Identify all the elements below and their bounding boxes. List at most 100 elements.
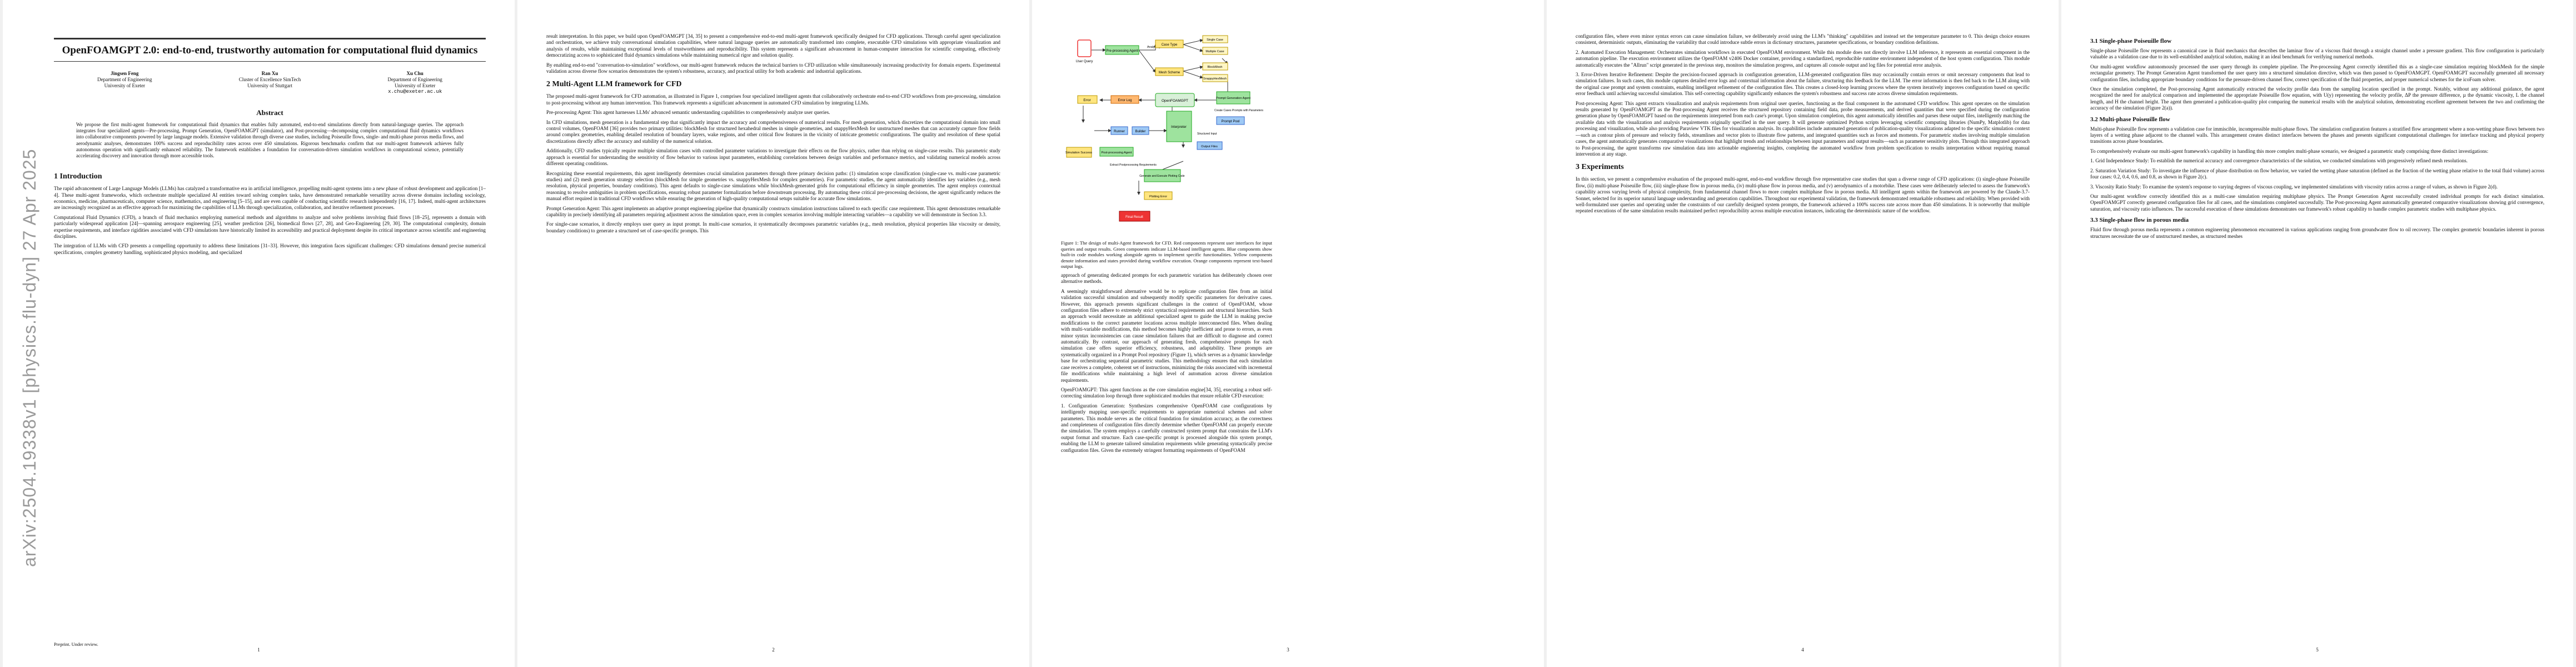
prompt-agent-label: Prompt Generation Agent	[1216, 97, 1251, 100]
single-case-box	[1202, 35, 1228, 43]
user-query-label: User Query	[1076, 60, 1093, 63]
body-paragraph: The integration of LLMs with CFD present…	[54, 243, 486, 255]
body-paragraph: In CFD simulations, mesh generation is a…	[546, 119, 1000, 144]
body-paragraph: A seemingly straightforward alternative …	[1061, 288, 1272, 383]
abstract-text: We propose the first multi-agent framewo…	[76, 122, 464, 159]
page-2-body: result interpretation. In this paper, we…	[546, 33, 1000, 634]
simulation-success-box	[1066, 147, 1092, 158]
output-files-box	[1197, 141, 1223, 150]
author-name: Jingsen Feng	[111, 71, 139, 76]
section-heading: 3 Experiments	[1576, 163, 1624, 172]
structured-input-label: Structured Input	[1197, 132, 1217, 136]
builder-box	[1132, 126, 1149, 135]
preprint-note: Preprint. Under review.	[54, 641, 98, 647]
interpreter-label: Interpreter	[1171, 126, 1187, 129]
blockmesh-box	[1202, 62, 1228, 71]
page-number-5: 5	[2316, 647, 2319, 653]
body-paragraph: Once the simulation completed, the Post-…	[2090, 86, 2544, 111]
body-paragraph: 1. Grid Independence Study: To establish…	[2090, 158, 2468, 164]
builder-label: Builder	[1135, 130, 1146, 133]
author-name: Ran Xu	[261, 71, 278, 76]
body-paragraph: Our multi-agent workflow correctly ident…	[2090, 193, 2544, 212]
post-agent-label: Post-processing Agent	[1101, 151, 1132, 155]
author-name: Xu Chu	[406, 71, 423, 76]
body-paragraph: Additionally, CFD studies typically requ…	[546, 148, 1000, 167]
body-paragraph: For single-case scenarios, it directly e…	[546, 221, 1000, 233]
user-query-icon	[1077, 39, 1092, 57]
case-type-label: Case Type	[1162, 43, 1178, 47]
page-1: arXiv:2504.19338v1 [physics.flu-dyn] 27 …	[3, 0, 515, 667]
sim-success-label: Simulation Success	[1065, 151, 1092, 155]
author-inst: University of Exeter	[394, 83, 436, 88]
body-paragraph: Post-processing Agent: This agent extrac…	[1576, 100, 2030, 157]
author-email: x.chu@exeter.ac.uk	[388, 89, 442, 94]
error-log-label: Error Log	[1118, 99, 1132, 102]
blockmesh-label: BlockMesh	[1208, 66, 1223, 69]
body-paragraph: 2. Saturation Variation Study: To invest…	[2090, 167, 2544, 180]
body-paragraph: Pre-processing Agent: This agent harness…	[546, 109, 830, 116]
body-paragraph: Computational Fluid Dynamics (CFD), a br…	[54, 214, 486, 240]
body-paragraph: 3. Error-Driven Iterative Refinement: De…	[1576, 72, 2030, 97]
body-paragraph: The proposed multi-agent framework for C…	[546, 93, 1000, 106]
framework-diagram: User Query Pre-processing Agent Analyzin…	[1061, 33, 1272, 239]
error-label: Error	[1083, 99, 1090, 102]
page-4-body: configuration files, where even minor sy…	[1576, 33, 2030, 634]
page-2: result interpretation. In this paper, we…	[517, 0, 1029, 667]
error-log-box	[1110, 95, 1139, 104]
openfoamgpt-label: OpenFOAMGPT	[1162, 99, 1188, 103]
multiple-case-box	[1202, 47, 1228, 55]
section-heading: 3.2 Multi-phase Poiseuille flow	[2090, 116, 2170, 123]
arxiv-stamp: arXiv:2504.19338v1 [physics.flu-dyn] 27 …	[9, 89, 39, 567]
runner-box	[1110, 126, 1128, 135]
section-heading: 1 Introduction	[54, 172, 102, 181]
interpreter-box	[1166, 111, 1192, 142]
mesh-scheme-label: Mesh Scheme	[1159, 71, 1180, 74]
framework-diagram-svg: User Query Pre-processing Agent Analyzin…	[1065, 35, 1264, 222]
body-paragraph: configuration files, where even minor sy…	[1576, 33, 2030, 46]
body-paragraph: 2. Automated Execution Management: Orche…	[1576, 49, 2030, 68]
plotting-error-box	[1144, 191, 1173, 200]
analyzing-label: Analyzing	[1147, 46, 1160, 49]
author-dept: Cluster of Excellence SimTech	[238, 77, 301, 82]
body-paragraph: Multi-phase Poiseuille flow represents a…	[2090, 126, 2544, 145]
body-paragraph: The rapid advancement of Large Language …	[54, 186, 486, 211]
prompt-pool-box	[1216, 116, 1245, 125]
post-processing-agent-box	[1099, 147, 1134, 157]
body-paragraph: In this section, we present a comprehens…	[1576, 176, 2030, 214]
page-number-2: 2	[772, 647, 775, 653]
prompt-pool-label: Prompt Pool	[1221, 120, 1239, 123]
page-number-1: 1	[257, 647, 260, 653]
plotting-error-label: Plotting Error	[1149, 195, 1167, 198]
author-inst: University of Stuttgart	[247, 83, 292, 88]
figure-1-caption: Figure 1: The design of multi-Agent fram…	[1061, 240, 1272, 269]
pre-processing-agent-box	[1105, 45, 1139, 55]
section-heading: 3.3 Single-phase flow in porous media	[2090, 217, 2189, 224]
body-paragraph: Recognizing these essential requirements…	[546, 170, 1000, 202]
plot-code-box	[1144, 169, 1181, 182]
section-heading: 2 Multi-Agent LLM framework for CFD	[546, 80, 682, 89]
runner-label: Runner	[1114, 130, 1125, 133]
pre-agent-label: Pre-processing Agent	[1106, 49, 1138, 53]
author-dept: Department of Engineering	[387, 77, 442, 82]
body-paragraph: 1. Configuration Generation: Synthesizes…	[1061, 402, 1272, 453]
body-paragraph: 3. Viscosity Ratio Study: To examine the…	[2090, 183, 2498, 190]
paper-title: OpenFOAMGPT 2.0: end-to-end, trustworthy…	[62, 44, 478, 56]
page-number-3: 3	[1287, 647, 1289, 653]
section-heading: 3.1 Single-phase Poiseuille flow	[2090, 38, 2172, 44]
body-paragraph: Prompt Generation Agent: This agent impl…	[546, 205, 1000, 217]
page-3: User Query Pre-processing Agent Analyzin…	[1032, 0, 1544, 667]
case-type-box	[1155, 39, 1184, 48]
error-box	[1077, 95, 1098, 104]
output-files-label: Output Files	[1201, 145, 1218, 148]
body-paragraph: Single-phase Poiseuille flow represents …	[2090, 48, 2544, 60]
body-paragraph: By enabling end-to-end "conversation-to-…	[546, 62, 1000, 74]
body-paragraph: Our multi-agent workflow autonomously pr…	[2090, 63, 2544, 82]
page-number-4: 4	[1801, 647, 1804, 653]
